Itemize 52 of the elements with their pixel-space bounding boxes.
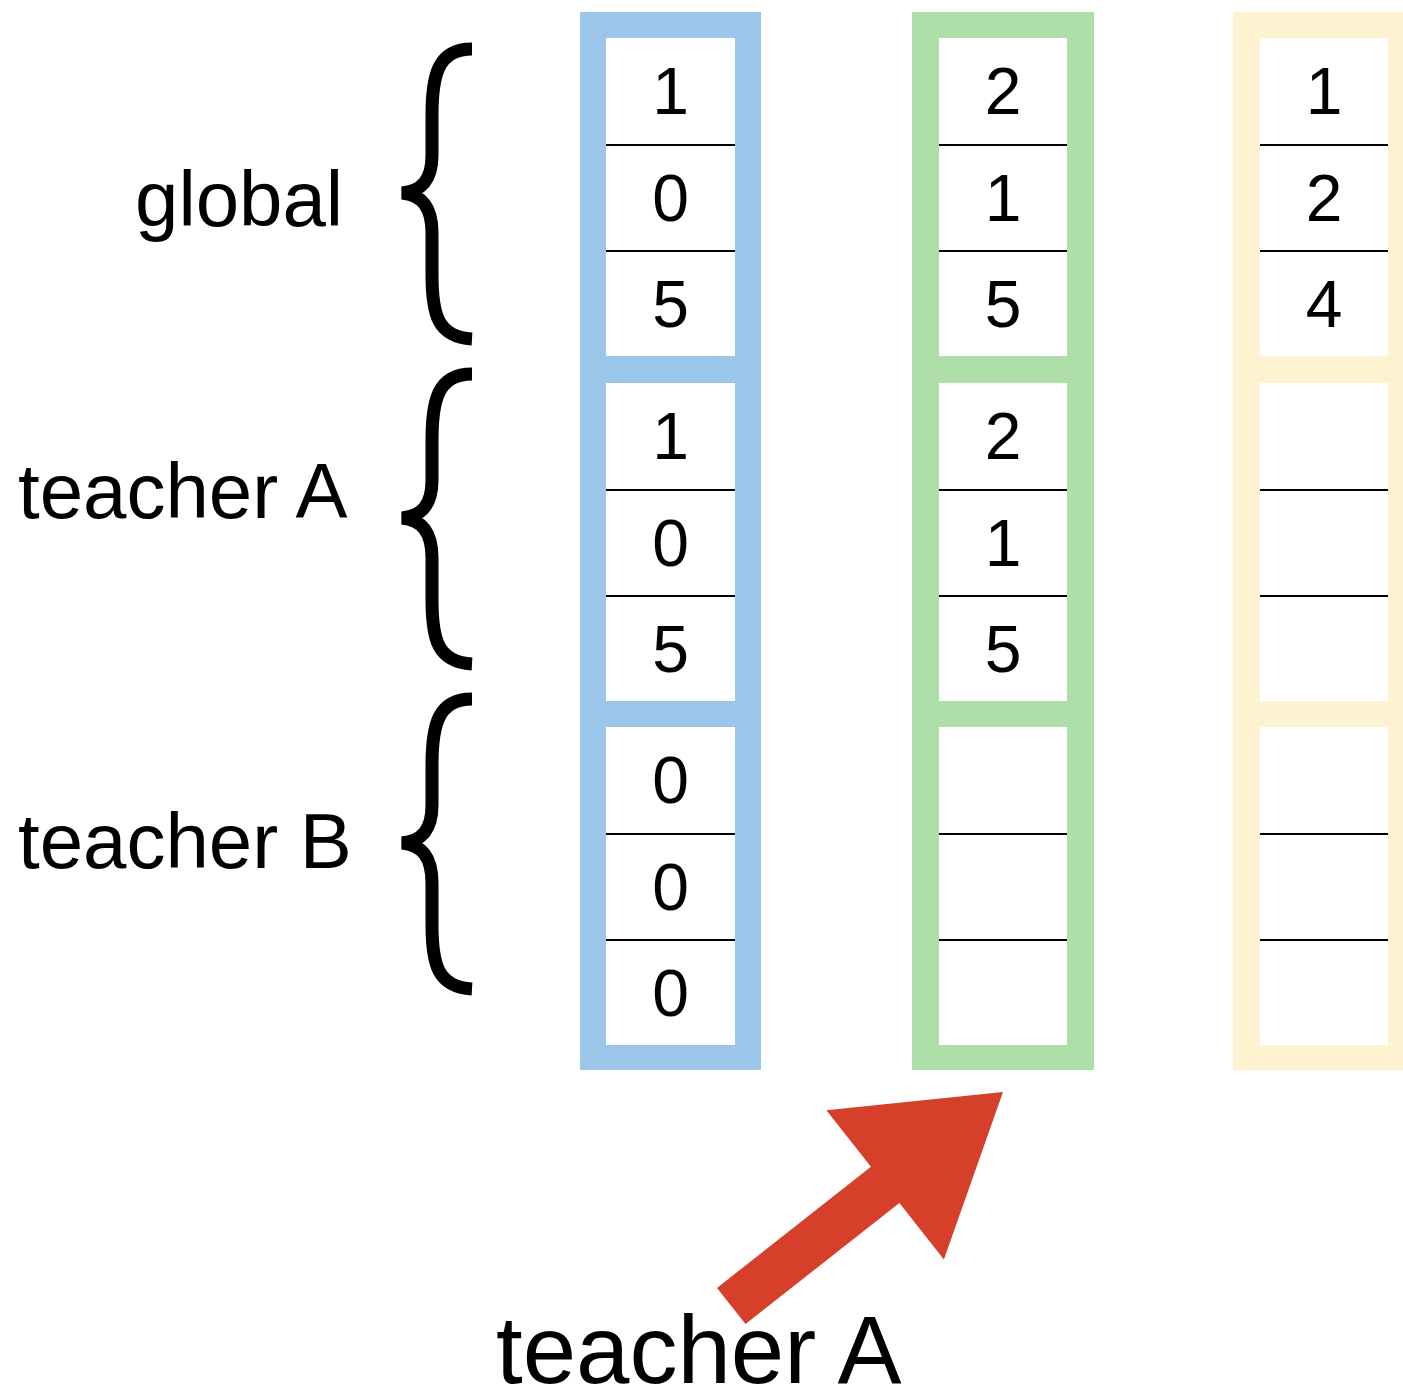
slot-value: 2 <box>984 403 1022 469</box>
array-slot <box>939 383 1067 489</box>
slot-value: 1 <box>984 165 1022 231</box>
array-slot <box>1260 144 1388 250</box>
group-label: teacher B <box>18 802 352 880</box>
empty-slot <box>1260 939 1388 1045</box>
array-slot <box>606 727 735 833</box>
slot-value: 1 <box>652 403 689 469</box>
pointer-label: teacher A <box>496 1302 902 1393</box>
slot-value: 1 <box>1305 58 1343 124</box>
slot-value: 2 <box>1305 165 1343 231</box>
empty-slot <box>1260 833 1388 939</box>
slot-value: 5 <box>984 616 1022 682</box>
array-slot <box>606 489 735 595</box>
slot-value: 0 <box>652 960 689 1026</box>
slot-value: 5 <box>652 271 689 337</box>
array-slot <box>939 144 1067 250</box>
empty-slot <box>1260 489 1388 595</box>
array-slot <box>1260 250 1388 356</box>
array-slot <box>606 144 735 250</box>
empty-slot <box>939 727 1067 833</box>
slot-value: 5 <box>652 616 689 682</box>
group-label: teacher A <box>18 452 348 530</box>
empty-slot <box>939 833 1067 939</box>
array-slot <box>606 383 735 489</box>
slot-value: 0 <box>652 854 689 920</box>
empty-slot <box>1260 727 1388 833</box>
array-slot <box>939 489 1067 595</box>
array-slot <box>939 595 1067 701</box>
empty-slot <box>1260 383 1388 489</box>
array-slot <box>939 38 1067 144</box>
array-column <box>1233 12 1403 1070</box>
block-arrow <box>717 1092 1003 1325</box>
slot-value: 0 <box>652 165 689 231</box>
slot-value: 0 <box>652 510 689 576</box>
empty-slot <box>1260 595 1388 701</box>
slot-value: 5 <box>984 271 1022 337</box>
array-column <box>580 12 761 1070</box>
array-slot <box>606 250 735 356</box>
slot-value: 1 <box>652 58 689 124</box>
slot-value: 4 <box>1305 271 1343 337</box>
empty-slot <box>939 939 1067 1045</box>
array-slot <box>606 595 735 701</box>
array-slot <box>606 833 735 939</box>
slot-value: 1 <box>984 510 1022 576</box>
array-slot <box>1260 38 1388 144</box>
array-column <box>912 12 1094 1070</box>
array-slot <box>939 250 1067 356</box>
slot-value: 0 <box>652 747 689 813</box>
array-slot <box>606 939 735 1045</box>
slot-value: 2 <box>984 58 1022 124</box>
array-slot <box>606 38 735 144</box>
